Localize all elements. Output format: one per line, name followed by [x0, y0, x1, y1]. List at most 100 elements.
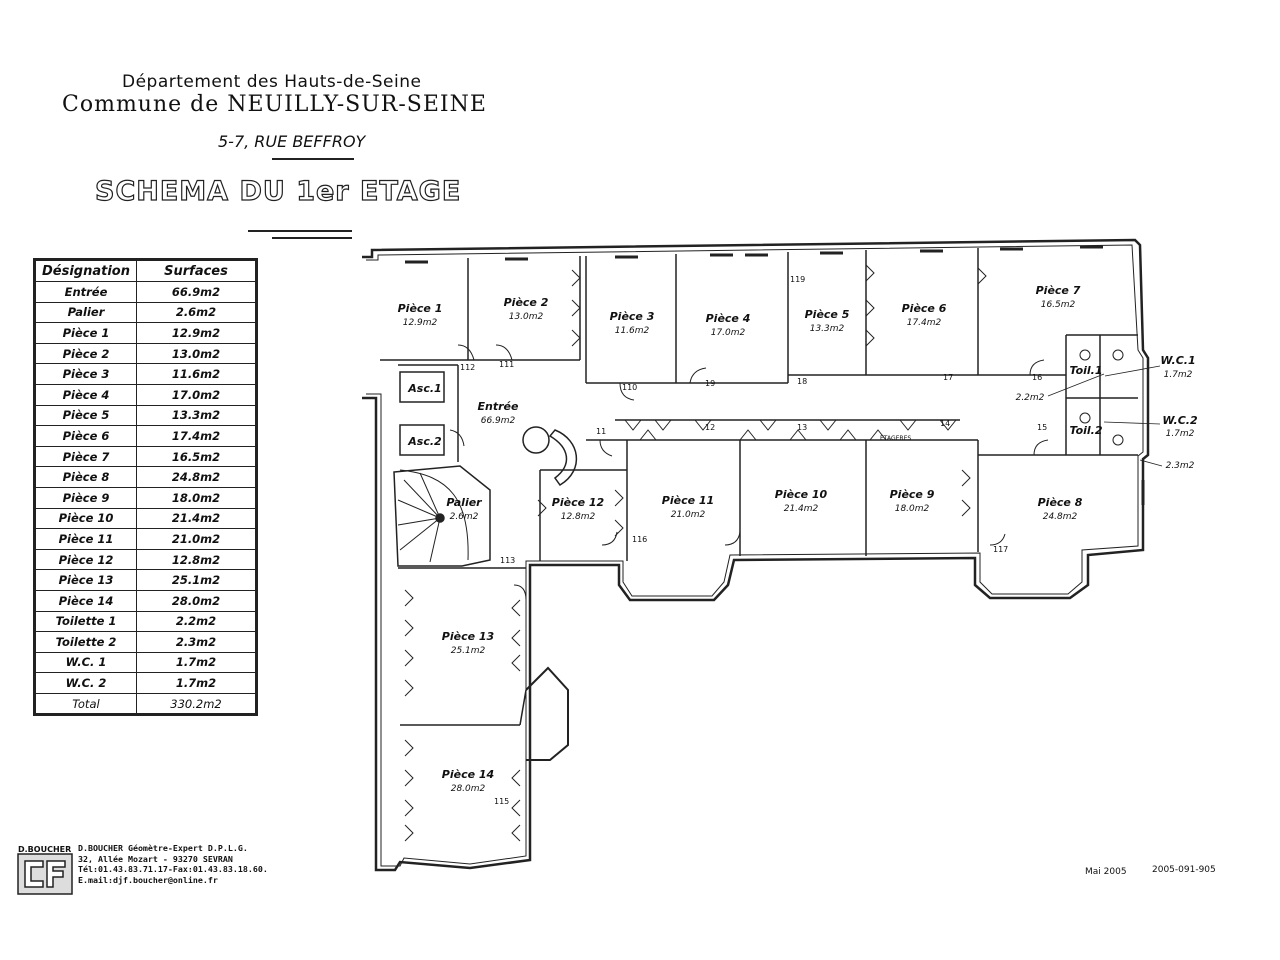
- door-number: 16: [1032, 373, 1042, 382]
- toil2-area: 2.3m2: [1166, 461, 1195, 471]
- toil2-label: Toil.2: [1069, 424, 1102, 437]
- wc2-area: 1.7m2: [1166, 429, 1195, 439]
- company-line: 32, Allée Mozart - 93270 SEVRAN: [78, 853, 233, 864]
- room-label: Pièce 4: [706, 312, 751, 325]
- document-reference: 2005-091-905: [1152, 865, 1216, 875]
- designation-cell: Pièce 8: [34, 466, 137, 488]
- surface-cell: 2.3m2: [136, 631, 257, 653]
- surface-cell: 2.6m2: [136, 301, 257, 324]
- room-area: 13.3m2: [810, 324, 845, 334]
- entree-column: [522, 426, 550, 454]
- room-label: Pièce 1: [398, 302, 443, 315]
- room-label: Pièce 2: [504, 296, 549, 309]
- document-date: Mai 2005: [1085, 867, 1127, 877]
- room-area: 18.0m2: [895, 504, 930, 514]
- room-area: 17.4m2: [907, 318, 942, 328]
- designation-cell: Pièce 1: [34, 322, 137, 344]
- total-value: 330.2m2: [136, 692, 257, 716]
- logo-name: D.BOUCHER: [18, 845, 72, 854]
- surface-cell: 25.1m2: [136, 569, 257, 591]
- room-area: 12.8m2: [561, 512, 596, 522]
- door-number: 13: [797, 423, 807, 432]
- surface-cell: 2.2m2: [136, 610, 257, 633]
- door-number: 110: [622, 383, 637, 392]
- room-label: Pièce 8: [1038, 496, 1083, 509]
- room-area: 66.9m2: [481, 416, 516, 426]
- outer-wall-inner: [366, 244, 1144, 867]
- company-line: Tél:01.43.83.71.17-Fax:01.43.83.18.60.: [78, 864, 268, 874]
- designation-cell: Pièce 10: [34, 507, 137, 530]
- address-underline: [272, 158, 354, 160]
- designation-header: Désignation: [34, 259, 137, 282]
- door-number: 14: [940, 419, 950, 428]
- door-number: 111: [499, 360, 514, 369]
- wc1-label: W.C.1: [1160, 354, 1195, 367]
- stair-curve: [399, 469, 469, 561]
- surface-cell: 1.7m2: [136, 651, 257, 674]
- department-title: Département des Hauts-de-Seine: [122, 72, 422, 92]
- designation-cell: W.C. 2: [34, 672, 137, 694]
- door-number: 15: [1037, 423, 1047, 432]
- room-label: Pièce 13: [442, 630, 495, 643]
- door-number: 12: [705, 423, 715, 432]
- room-label: Entrée: [478, 400, 519, 413]
- company-info: D.BOUCHER Géomètre-Expert D.P.L.G. 32, A…: [78, 843, 268, 885]
- wc2-label: W.C.2: [1162, 414, 1198, 427]
- company-line: D.BOUCHER Géomètre-Expert D.P.L.G.: [78, 843, 248, 853]
- room-label: Pièce 9: [890, 488, 935, 501]
- schema-title: SCHEMA DU 1er ETAGE: [94, 175, 462, 207]
- room-label: Pièce 6: [902, 302, 947, 315]
- room-label: Palier: [446, 496, 482, 509]
- bay-wall: [525, 666, 569, 761]
- designation-cell: Pièce 6: [34, 425, 137, 447]
- elevator-2: [399, 424, 445, 456]
- designation-cell: Pièce 2: [34, 342, 137, 365]
- room-label: Pièce 5: [805, 308, 850, 321]
- room-area: 2.6m2: [450, 512, 479, 522]
- room-area: 28.0m2: [451, 784, 486, 794]
- table-header-row: Désignation Surfaces: [34, 259, 257, 282]
- room-label: Pièce 3: [610, 310, 655, 323]
- room-label: Pièce 12: [552, 496, 605, 509]
- outer-wall: [362, 238, 1150, 872]
- door-number: 19: [705, 379, 715, 388]
- total-row: Total 330.2m2: [34, 692, 257, 716]
- room-area: 21.4m2: [784, 504, 819, 514]
- surface-cell: 16.5m2: [136, 445, 257, 468]
- title-underline-1: [248, 230, 352, 232]
- toil1-area: 2.2m2: [1016, 393, 1045, 403]
- title-underline-2: [272, 237, 352, 239]
- room-area: 12.9m2: [403, 318, 438, 328]
- address-line: 5-7, RUE BEFFROY: [218, 132, 366, 151]
- company-logo: [17, 853, 73, 895]
- designation-cell: Pièce 7: [34, 445, 137, 468]
- elevator-1: [399, 371, 445, 403]
- room-area: 11.6m2: [615, 326, 650, 336]
- surface-cell: 13.0m2: [136, 342, 257, 365]
- asc2-label: Asc.2: [407, 435, 442, 448]
- etagere-label: ETAGERES: [880, 435, 911, 442]
- room-area: 16.5m2: [1041, 300, 1076, 310]
- wc1-area: 1.7m2: [1164, 370, 1193, 380]
- room-area: 24.8m2: [1043, 512, 1078, 522]
- room-area: 21.0m2: [671, 510, 706, 520]
- room-label: Pièce 10: [775, 488, 828, 501]
- room-area: 25.1m2: [451, 646, 486, 656]
- door-number: 119: [790, 275, 805, 284]
- room-area: 17.0m2: [711, 328, 746, 338]
